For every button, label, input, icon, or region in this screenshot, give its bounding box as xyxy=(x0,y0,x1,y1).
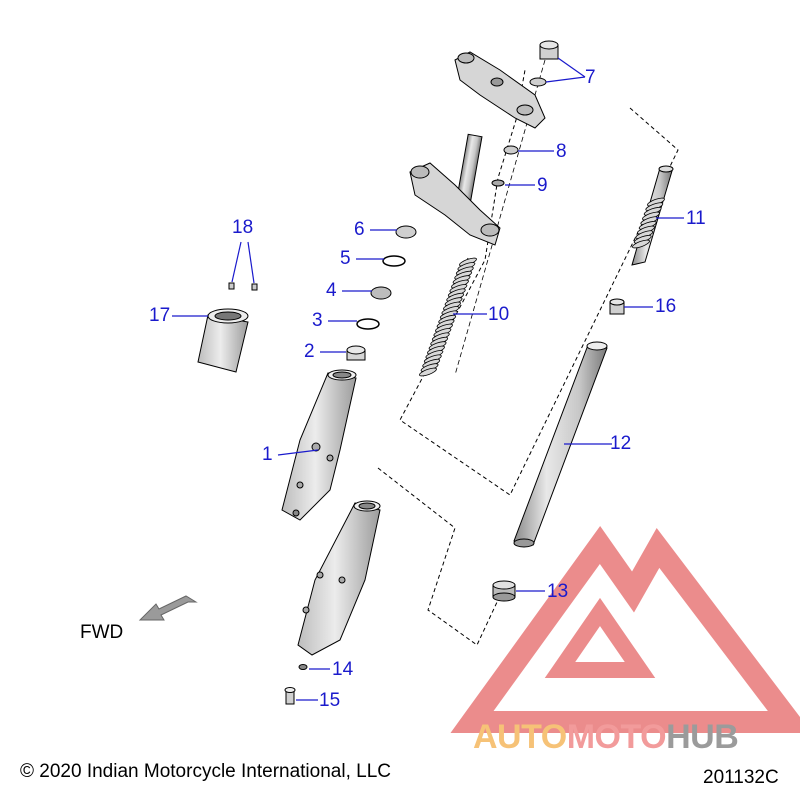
bearing-8 xyxy=(503,145,519,155)
assembly-outline-upper xyxy=(399,69,679,496)
callout-2: 2 xyxy=(304,341,315,362)
inner-tube-12 xyxy=(513,341,608,548)
copyright-text: © 2020 Indian Motorcycle International, … xyxy=(20,761,391,782)
bushing-2 xyxy=(346,345,366,361)
upper-triple-clamp xyxy=(454,51,546,129)
fork-guard-17 xyxy=(197,308,249,373)
ring-5 xyxy=(382,255,406,267)
cap-16 xyxy=(609,298,625,315)
seal-9 xyxy=(491,179,505,187)
callout-14: 14 xyxy=(332,659,354,680)
callout-13: 13 xyxy=(547,581,569,602)
spring-10 xyxy=(419,257,477,377)
ring-4 xyxy=(370,286,392,300)
screws-18 xyxy=(228,282,258,291)
callout-1: 1 xyxy=(262,444,273,465)
callout-17: 17 xyxy=(149,305,171,326)
lower-triple-clamp xyxy=(409,133,501,246)
callout-5: 5 xyxy=(340,248,351,269)
callout-18: 18 xyxy=(232,217,254,238)
callout-3: 3 xyxy=(312,310,323,331)
nut-7 xyxy=(529,40,559,87)
fork-outer-tube-1 xyxy=(281,369,357,521)
bushing-13 xyxy=(492,580,516,602)
washer-14 xyxy=(298,664,308,670)
ring-3 xyxy=(356,318,380,330)
callout-10: 10 xyxy=(488,304,510,325)
callout-7: 7 xyxy=(585,67,596,88)
forward-direction-label: FWD xyxy=(80,622,124,643)
callout-6: 6 xyxy=(354,219,365,240)
forward-arrow-icon xyxy=(138,595,198,621)
callout-16: 16 xyxy=(655,296,677,317)
assembly-outline-lower xyxy=(377,467,499,646)
callout-15: 15 xyxy=(319,690,341,711)
drawing-number: 201132C xyxy=(703,767,779,788)
axis-line-upper xyxy=(454,59,546,376)
damper-rod-11 xyxy=(631,165,674,266)
leader-lines xyxy=(172,57,684,701)
callout-4: 4 xyxy=(326,280,337,301)
fork-lower-leg xyxy=(297,500,381,656)
bolt-15 xyxy=(284,687,296,705)
watermark-text: AUTOMOTOHUB xyxy=(473,718,738,756)
callout-9: 9 xyxy=(537,175,548,196)
callout-11: 11 xyxy=(686,208,706,229)
callout-12: 12 xyxy=(610,433,632,454)
watermark-logo: AUTOMOTOHUB xyxy=(450,526,800,756)
callout-8: 8 xyxy=(556,141,567,162)
ring-6 xyxy=(395,225,417,239)
